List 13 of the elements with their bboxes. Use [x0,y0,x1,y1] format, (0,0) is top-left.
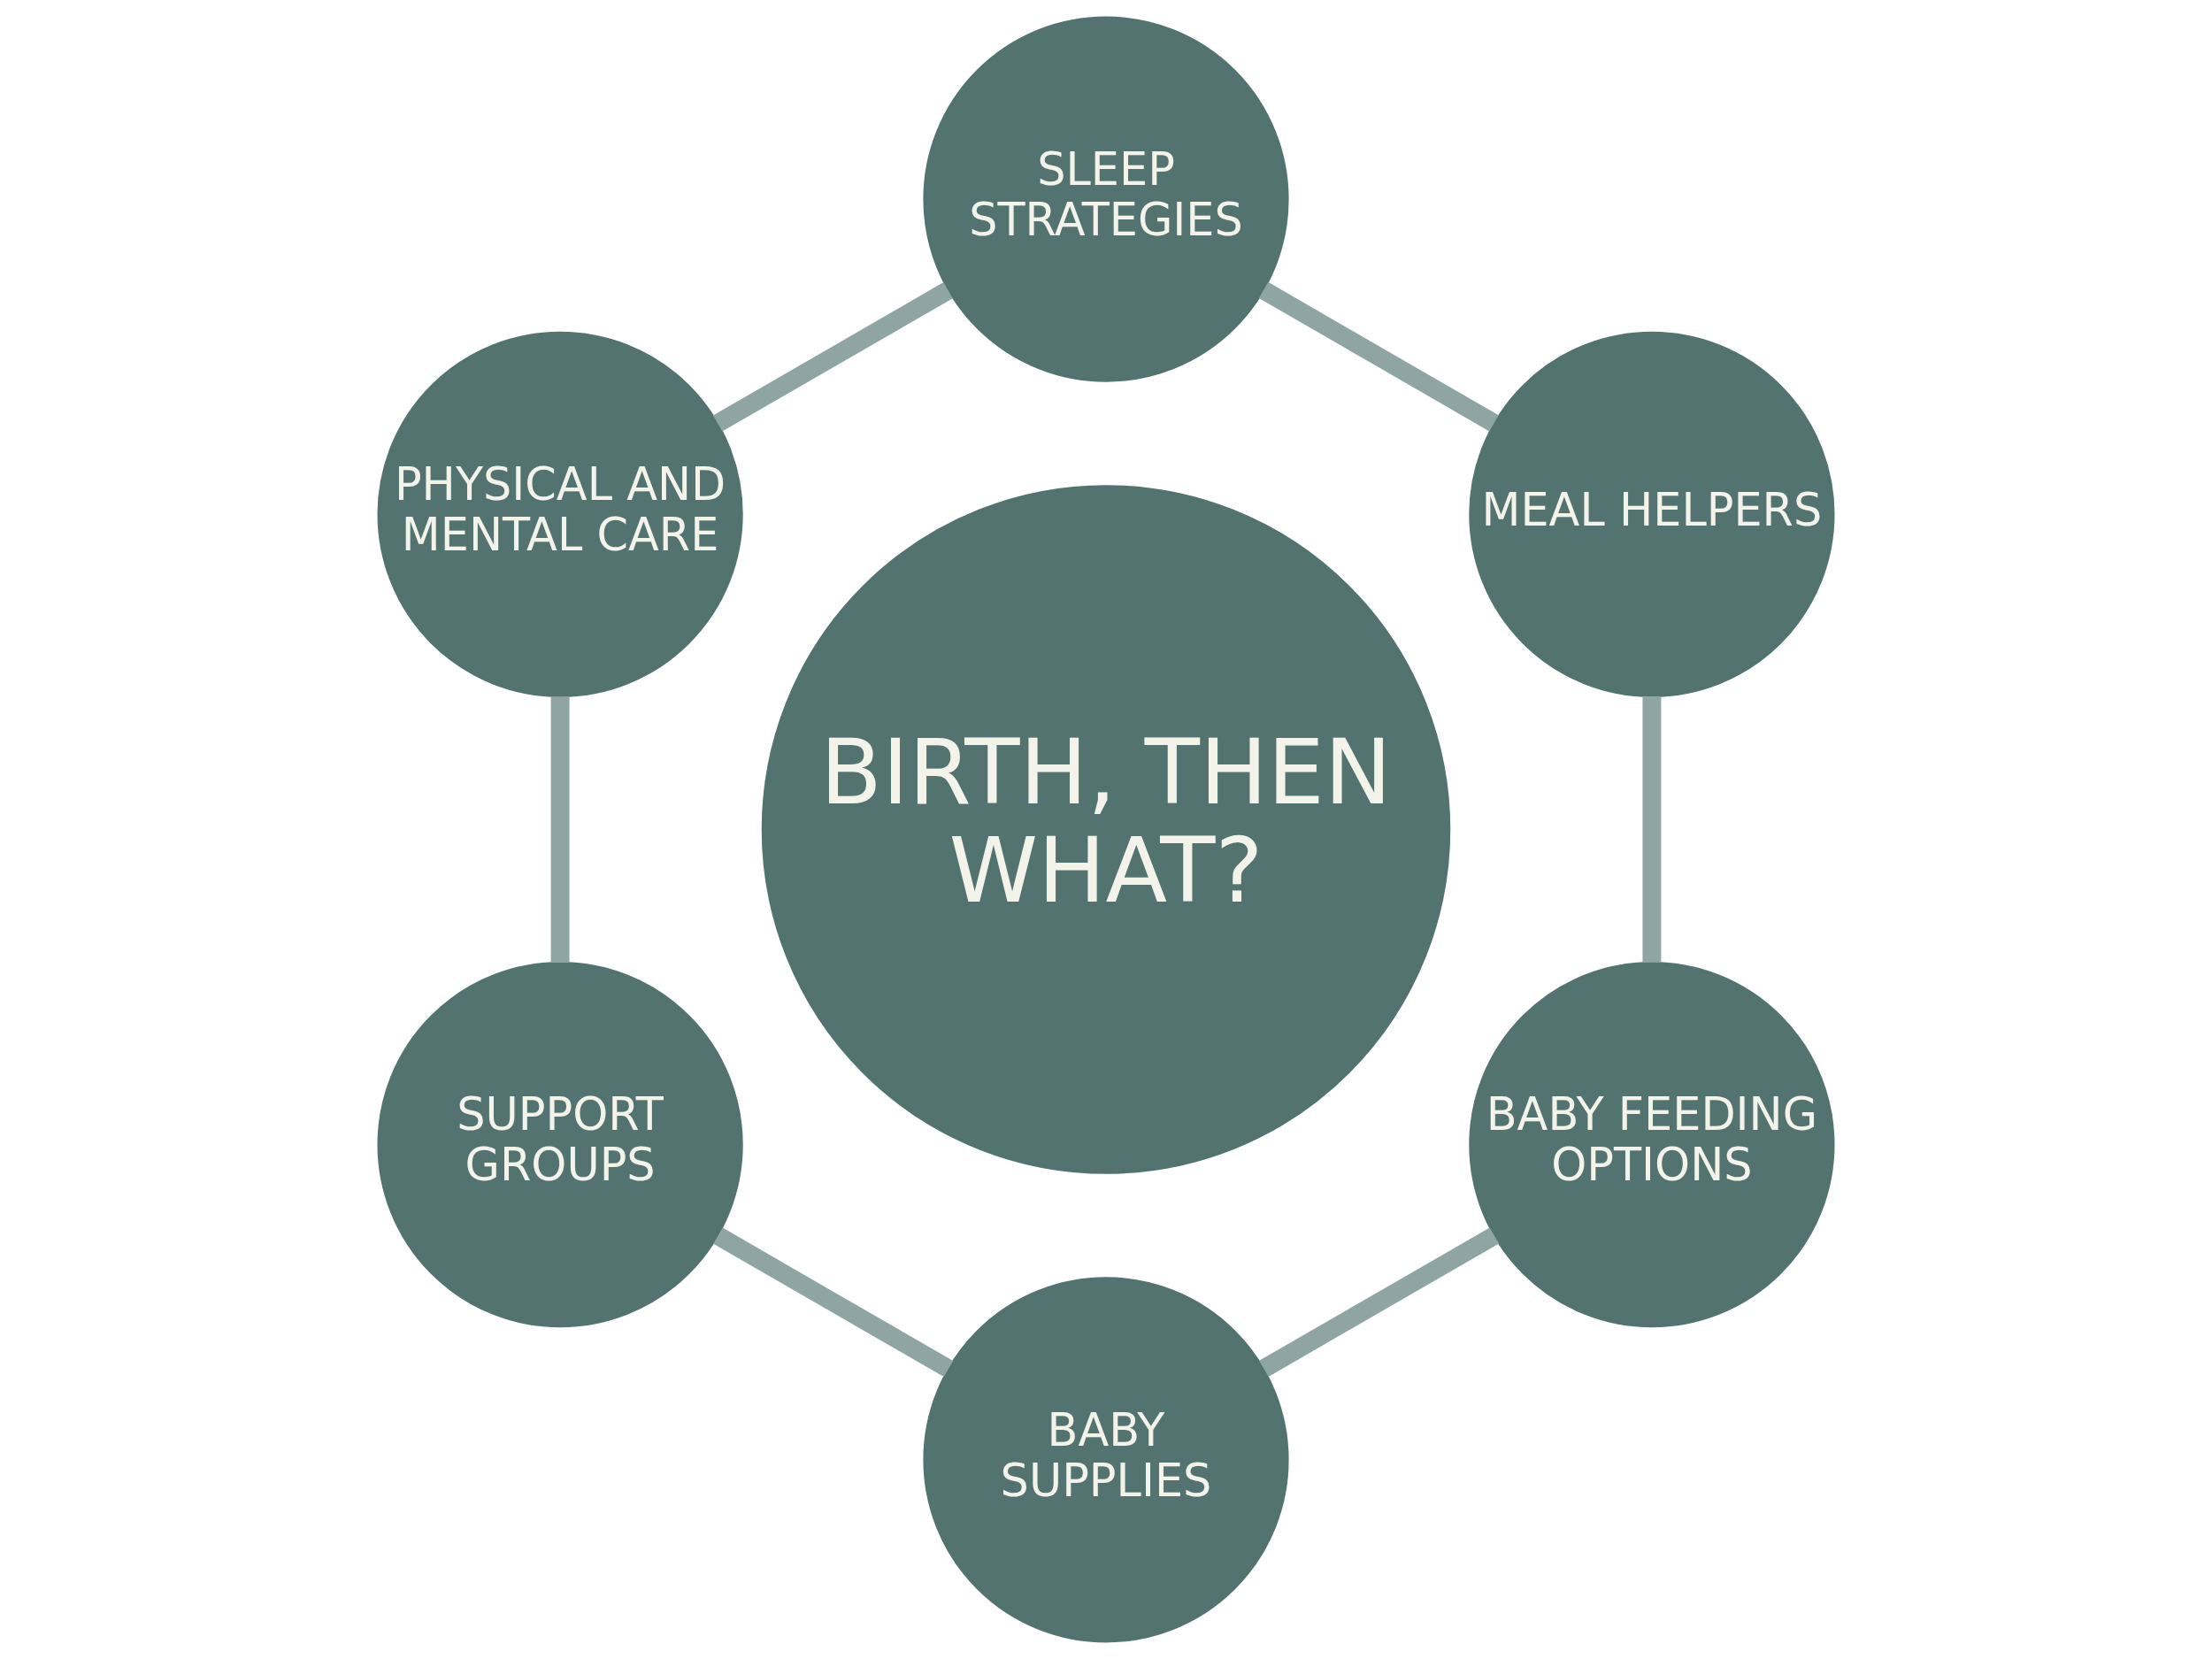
connector [712,282,953,432]
connector [1642,695,1662,963]
connector [550,696,570,964]
node-circle: SUPPORT GROUPS [377,962,743,1328]
connector [1258,281,1499,432]
node-circle: BABY SUPPLIES [923,1277,1289,1643]
node-circle: PHYSICAL AND MENTAL CARE [377,331,743,697]
node-circle: MEAL HELPERS [1469,331,1835,697]
connector [1259,1227,1500,1377]
connector [713,1227,954,1378]
node-circle: BIRTH, THEN WHAT? [761,485,1451,1174]
node-circle: SLEEP STRATEGIES [923,16,1289,382]
node-circle: BABY FEEDING OPTIONS [1469,962,1835,1328]
